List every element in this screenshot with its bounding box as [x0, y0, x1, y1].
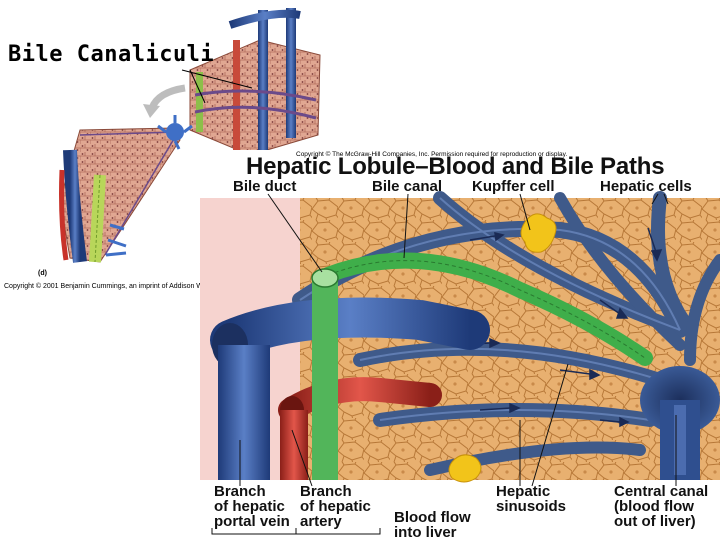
bile-duct	[312, 278, 338, 480]
label-central-canal: Central canal (blood flow out of liver)	[614, 483, 709, 530]
label-bile-duct: Bile duct	[233, 178, 297, 195]
label-hepatic-sinusoids: Hepatic sinusoids	[496, 483, 567, 515]
label-hepatic-artery: Branch of hepatic artery	[300, 483, 371, 530]
inset-copyright: Copyright © 2001 Benjamin Cummings, an i…	[4, 283, 207, 290]
figure-title: Hepatic Lobule–Blood and Bile Paths	[246, 153, 665, 180]
hepatic-artery-vertical	[280, 410, 308, 480]
leader-lines	[211, 193, 677, 535]
kupffer-cell	[520, 213, 557, 253]
inset-heading: Bile Canaliculi	[8, 42, 215, 67]
label-kupffer-cell: Kupffer cell	[472, 178, 555, 195]
flow-arrows	[459, 227, 663, 428]
label-portal-vein: Branch of hepatic portal vein	[214, 483, 290, 530]
kupffer-cell-2	[448, 454, 482, 483]
portal-vein-branch	[210, 297, 490, 360]
label-hepatic-cells: Hepatic cells	[600, 178, 692, 195]
inset-tissue-block	[189, 8, 321, 156]
inset-panel-letter: (d)	[38, 270, 47, 277]
inset-lobule-wedge	[59, 115, 193, 263]
label-blood-flow-in: Blood flow into liver	[394, 509, 471, 541]
portal-vein-vertical	[218, 345, 270, 480]
main-copyright: Copyright © The McGraw-Hill Companies, I…	[296, 151, 568, 158]
label-bile-canal: Bile canal	[372, 178, 443, 195]
